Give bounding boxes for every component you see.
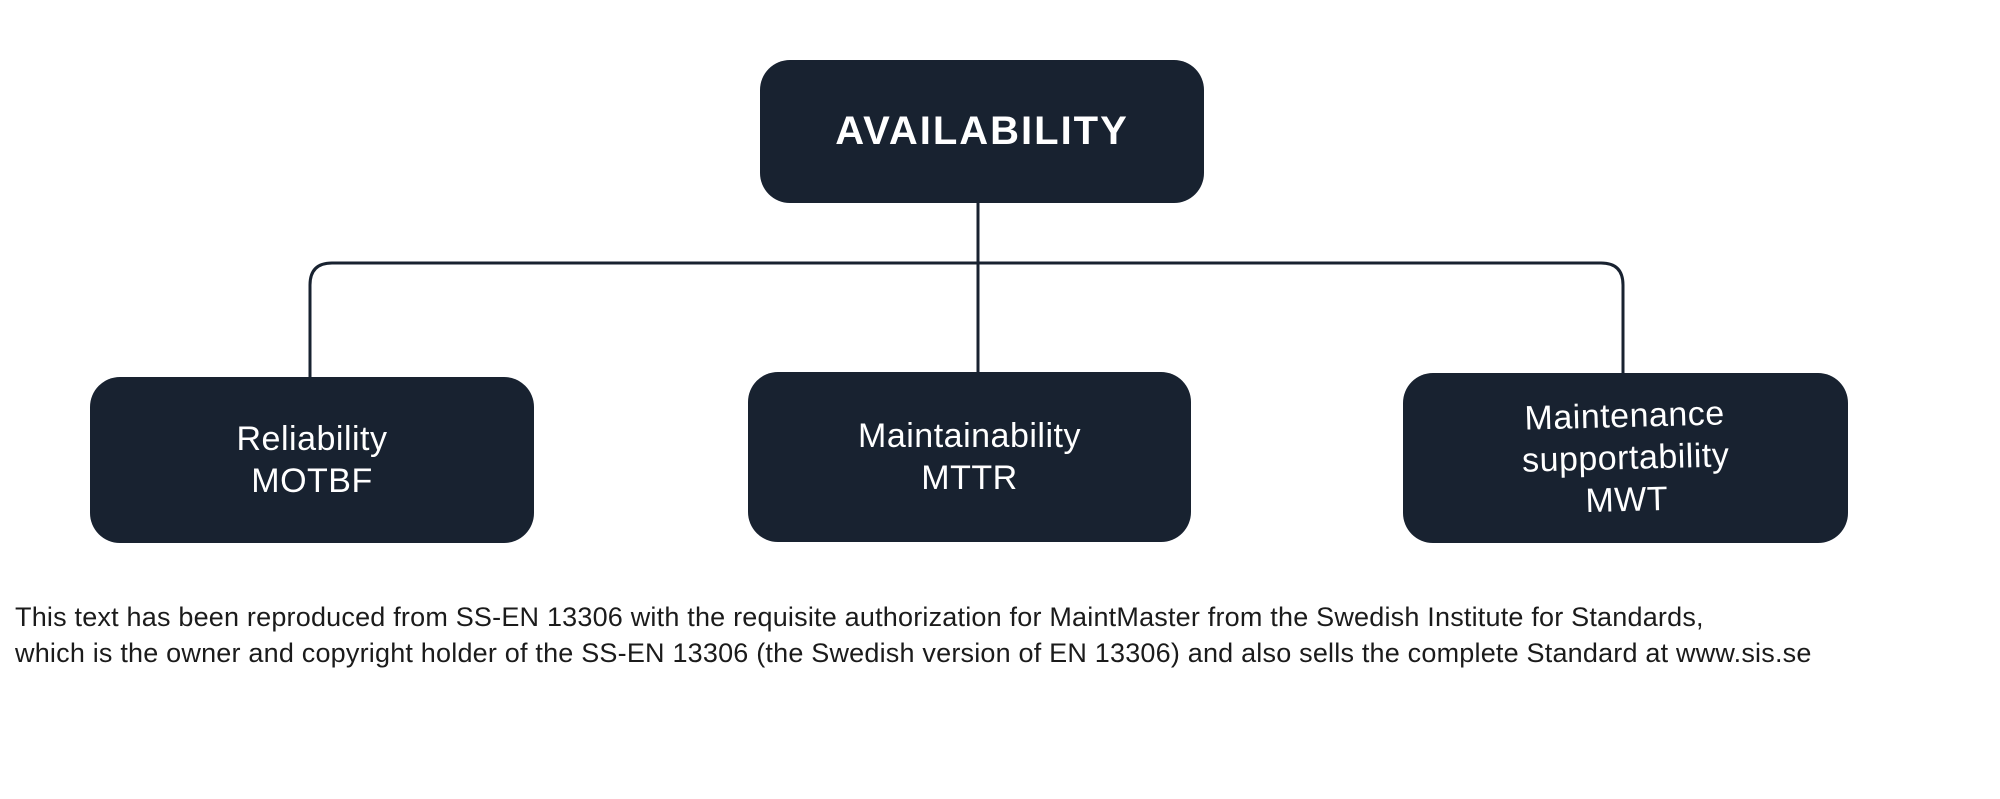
node-maintenance-supportability: Maintenance supportability MWT bbox=[1403, 373, 1848, 543]
node-reliability-label: Reliability bbox=[236, 420, 388, 458]
node-maintenance-supportability-label-line2: supportability bbox=[1521, 436, 1730, 480]
node-availability: AVAILABILITY bbox=[760, 60, 1204, 203]
node-maintainability-metric: MTTR bbox=[921, 459, 1018, 497]
connector-branch-rail bbox=[308, 261, 1625, 377]
copyright-note-line2: which is the owner and copyright holder … bbox=[15, 638, 1812, 668]
node-reliability-metric: MOTBF bbox=[251, 462, 373, 500]
node-maintenance-supportability-metric: MWT bbox=[1584, 479, 1669, 521]
node-availability-label: AVAILABILITY bbox=[835, 109, 1129, 153]
node-maintenance-supportability-text: Maintenance supportability MWT bbox=[1520, 392, 1731, 523]
node-maintainability-label: Maintainability bbox=[858, 417, 1081, 455]
copyright-note-line1: This text has been reproduced from SS-EN… bbox=[15, 602, 1704, 632]
node-maintainability: Maintainability MTTR bbox=[748, 372, 1191, 542]
node-reliability: Reliability MOTBF bbox=[90, 377, 534, 543]
node-maintenance-supportability-label-line1: Maintenance bbox=[1523, 394, 1725, 438]
copyright-note: This text has been reproduced from SS-EN… bbox=[15, 599, 1995, 671]
